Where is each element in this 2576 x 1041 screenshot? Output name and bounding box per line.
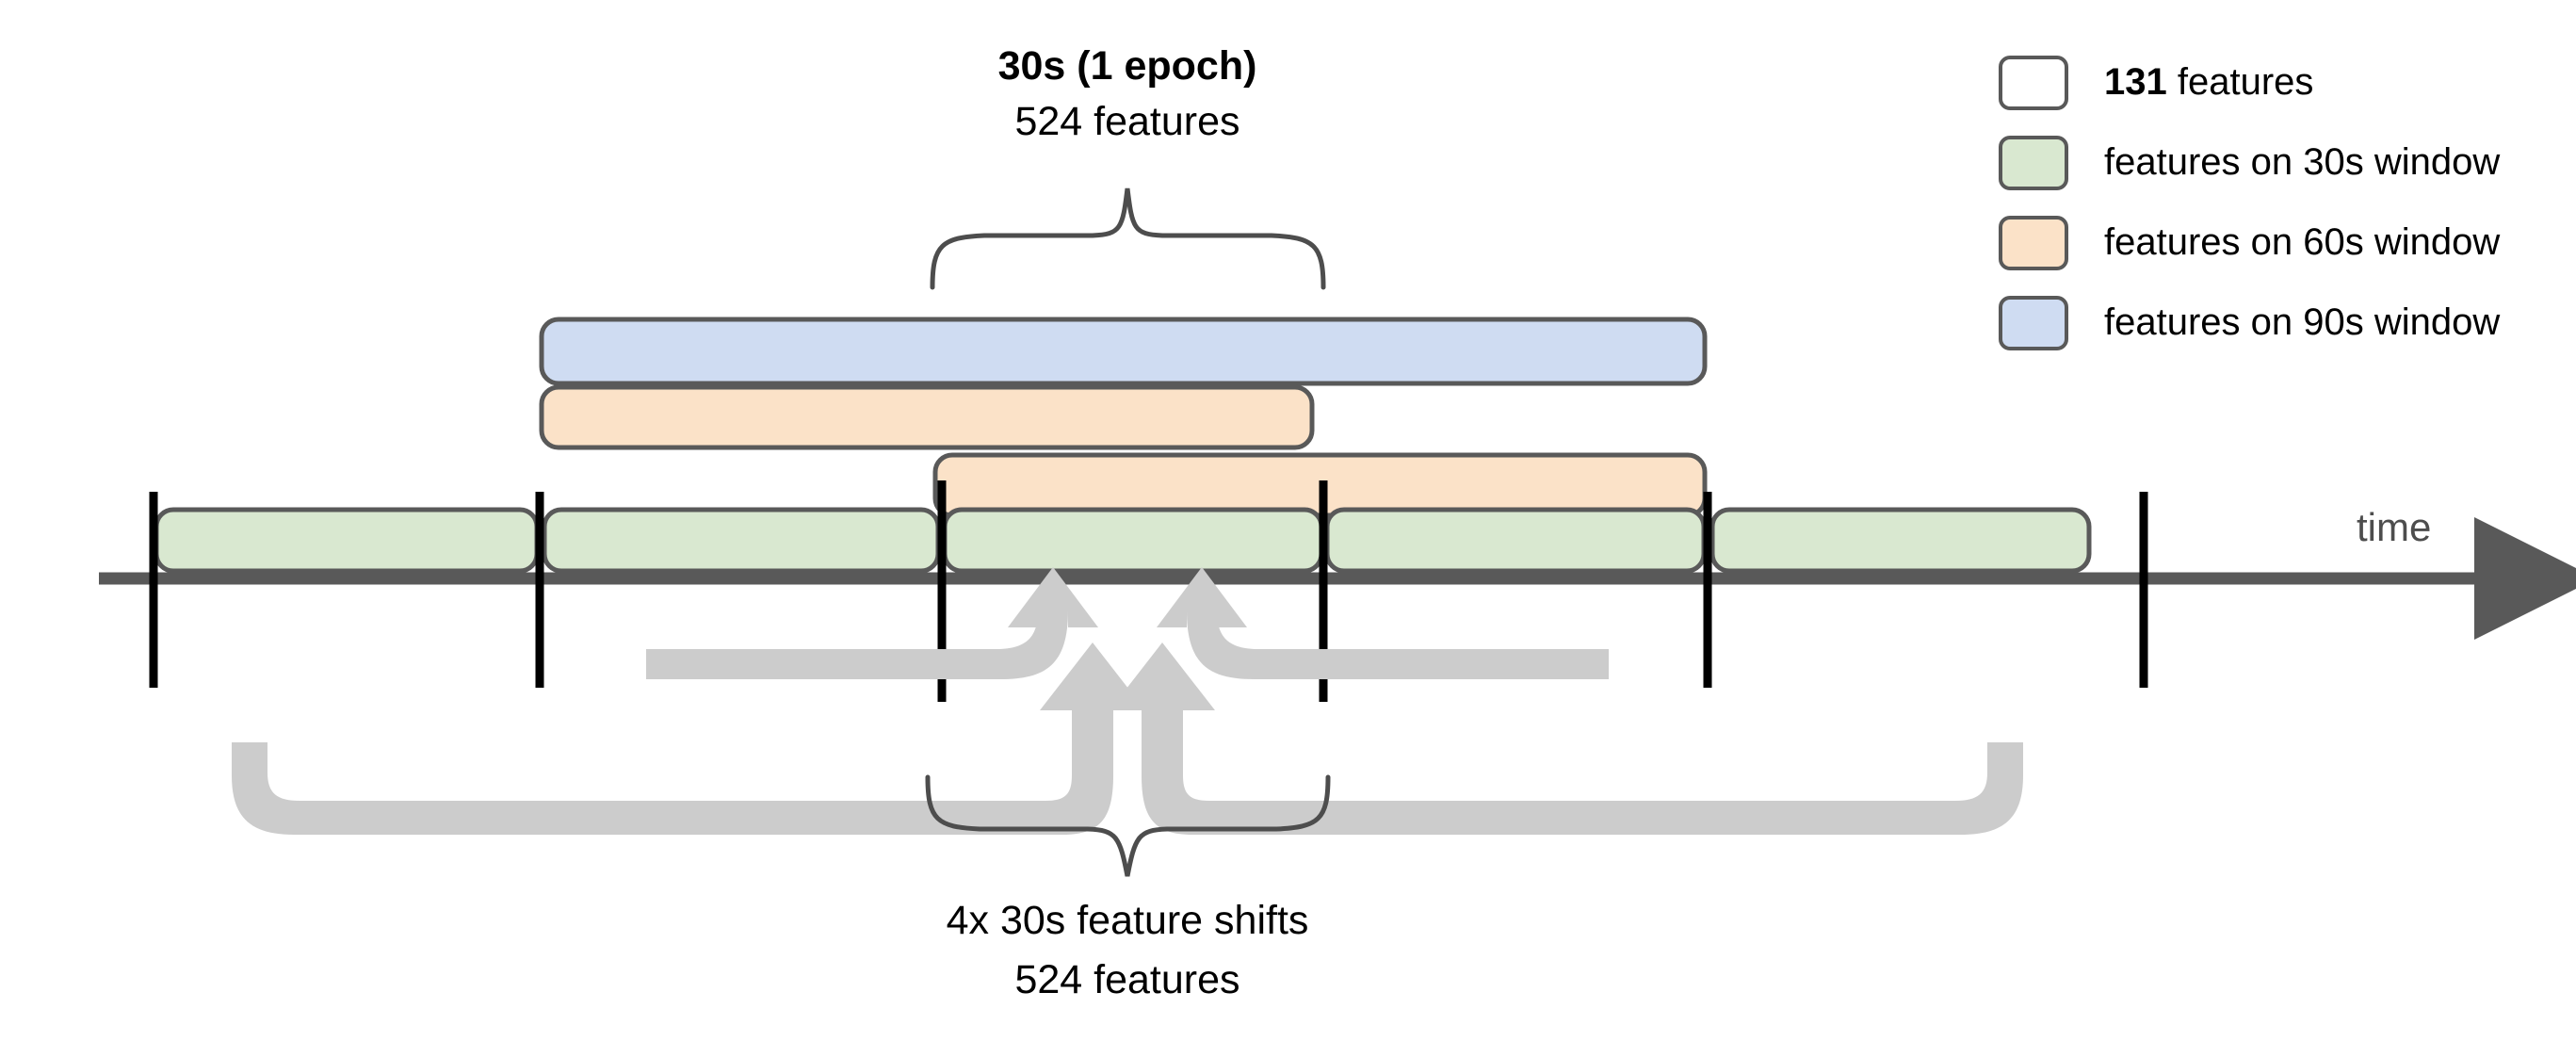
shift-arrow-inner-right-body xyxy=(1157,567,1609,679)
top-curly-brace xyxy=(930,187,1326,290)
window-bar-30s-4 xyxy=(1324,507,1707,574)
legend-label-90s-window: features on 90s window xyxy=(2104,301,2501,343)
shift-arrow-inner-left-body xyxy=(646,567,1098,679)
window-bar-30s-5 xyxy=(1709,507,2092,574)
shift-arrow-outer-left-body xyxy=(232,642,1145,835)
window-bar-30s-1 xyxy=(154,507,540,574)
window-bar-90s xyxy=(539,317,1708,386)
legend-item-131-features: 131 features xyxy=(1999,42,2564,122)
top-epoch-title: 30s (1 epoch) xyxy=(997,43,1257,89)
shift-arrow-group xyxy=(232,567,2023,835)
window-bar-60s-first xyxy=(539,384,1315,450)
window-bar-30s-3 xyxy=(942,507,1324,574)
legend-item-90s-window: features on 90s window xyxy=(1999,283,2564,363)
top-epoch-subtitle: 524 features xyxy=(1014,99,1240,144)
legend-count-131: 131 xyxy=(2104,61,2167,103)
legend-label-30s-window: features on 30s window xyxy=(2104,141,2501,183)
bottom-shifts-subtitle: 524 features xyxy=(1014,957,1240,1002)
time-axis-label: time xyxy=(2357,505,2432,549)
legend: 131 features features on 30s window feat… xyxy=(1999,42,2564,363)
legend-item-30s-window: features on 30s window xyxy=(1999,122,2564,203)
legend-item-60s-window: features on 60s window xyxy=(1999,203,2564,283)
shift-arrow-outer-right-body xyxy=(1110,642,2023,835)
legend-swatch-green xyxy=(1999,135,2068,190)
legend-swatch-orange xyxy=(1999,215,2068,270)
legend-swatch-blue xyxy=(1999,295,2068,350)
bottom-shifts-title: 4x 30s feature shifts xyxy=(946,898,1309,943)
legend-label-131-features: 131 features xyxy=(2104,61,2313,104)
window-bar-30s-2 xyxy=(542,507,941,574)
legend-swatch-white xyxy=(1999,55,2068,110)
legend-label-60s-window: features on 60s window xyxy=(2104,221,2501,263)
bottom-curly-brace xyxy=(925,774,1331,877)
legend-suffix-features: features xyxy=(2166,61,2314,103)
window-bar-30s-group xyxy=(154,507,2092,574)
